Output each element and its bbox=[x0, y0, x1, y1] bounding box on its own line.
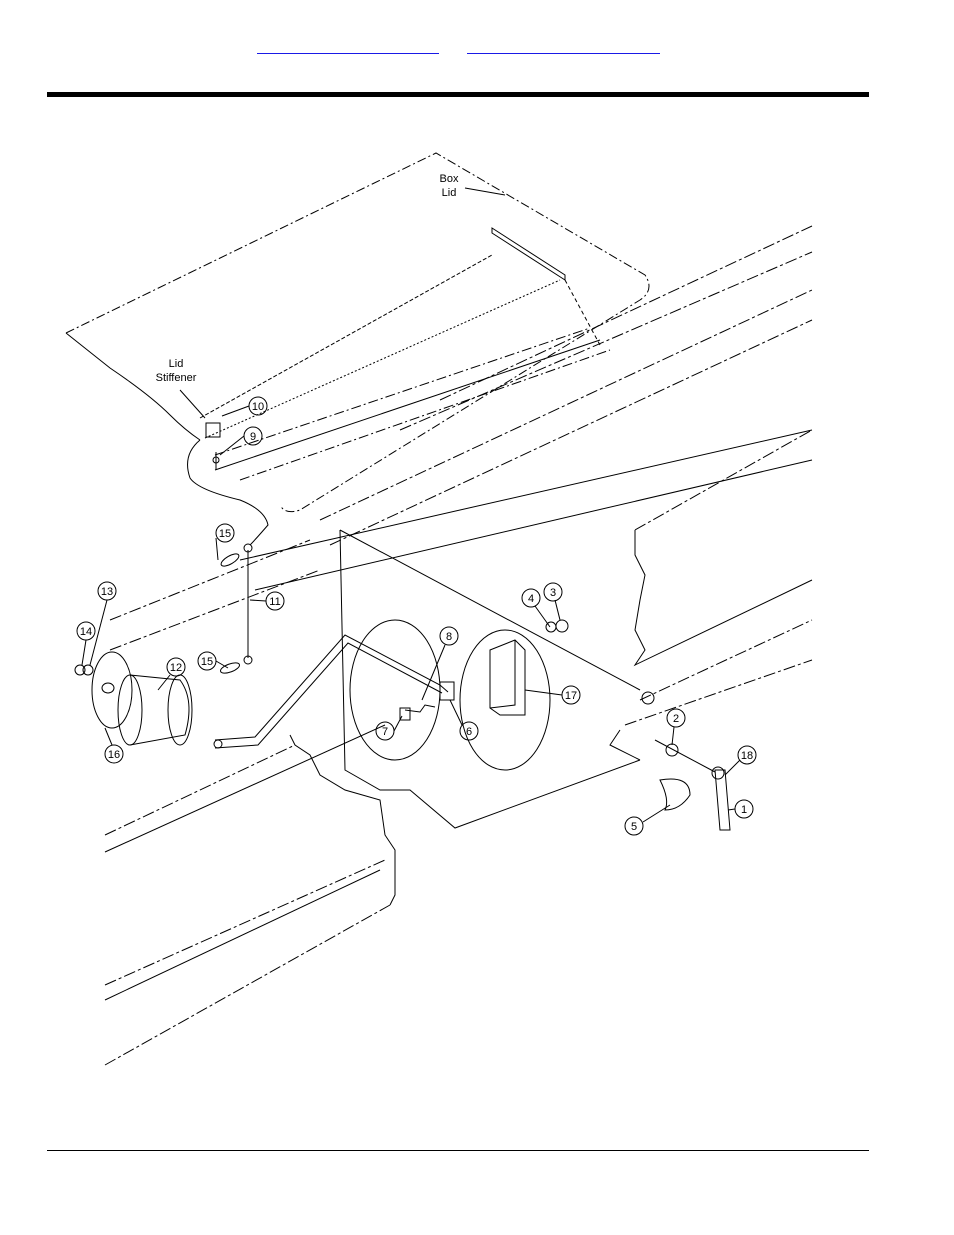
callout-10-text: 10 bbox=[252, 401, 264, 413]
block-6 bbox=[439, 681, 455, 701]
callout-2-text: 2 bbox=[673, 713, 679, 725]
callout-12-text: 12 bbox=[170, 662, 182, 674]
callout-17-text: 17 bbox=[565, 690, 577, 702]
callout-12 bbox=[166, 657, 186, 677]
callout-11-text: 11 bbox=[269, 596, 280, 608]
callout-5-text: 5 bbox=[631, 821, 637, 833]
plate-17 bbox=[459, 629, 551, 771]
box-lid-label-line2: Lid bbox=[442, 187, 457, 199]
callout-2 bbox=[666, 708, 686, 728]
callout-1-text: 1 bbox=[741, 804, 747, 816]
callout-15b-text: 15 bbox=[201, 656, 213, 668]
callout-6 bbox=[459, 721, 479, 741]
callout-8-text: 8 bbox=[446, 631, 452, 643]
callout-7-text: 7 bbox=[382, 726, 388, 738]
handle-1 bbox=[654, 739, 731, 831]
callout-16 bbox=[104, 744, 124, 764]
callout-16-text: 16 bbox=[108, 749, 120, 761]
rails-left bbox=[104, 539, 391, 1066]
bushing-2 bbox=[665, 743, 679, 757]
callout-3 bbox=[543, 582, 563, 602]
top-link-1[interactable] bbox=[257, 37, 439, 54]
box-lid-outline bbox=[65, 152, 650, 513]
callout-numbers: 10 9 15 15 11 13 14 12 16 8 7 6 4 3 17 2… bbox=[80, 173, 753, 833]
callout-4-text: 4 bbox=[528, 593, 534, 605]
bolt-7 bbox=[399, 707, 411, 721]
callouts bbox=[76, 187, 757, 836]
callout-15a-text: 15 bbox=[219, 528, 231, 540]
bracket-10 bbox=[205, 422, 221, 438]
rails-upper-solid bbox=[239, 429, 813, 591]
callout-3-text: 3 bbox=[550, 587, 556, 599]
rails-upper bbox=[319, 225, 813, 546]
lid-stiffener-lines bbox=[199, 254, 611, 481]
callout-5 bbox=[624, 816, 644, 836]
callout-9-text: 9 bbox=[250, 431, 256, 443]
header-rule bbox=[47, 92, 869, 97]
box-lid-label-line1: Box bbox=[440, 173, 459, 185]
callout-4 bbox=[521, 588, 541, 608]
callout-18-text: 18 bbox=[741, 750, 753, 762]
bracket-5 bbox=[659, 778, 691, 811]
callout-18 bbox=[737, 745, 757, 765]
footer-rule bbox=[47, 1150, 869, 1151]
top-link-2[interactable] bbox=[467, 37, 660, 54]
washer-14 bbox=[82, 664, 94, 676]
lid-stiffener-label-line1: Lid bbox=[169, 358, 184, 370]
nut-14 bbox=[74, 664, 86, 676]
lid-stiffener-label-line2: Stiffener bbox=[156, 372, 197, 384]
nut-3 bbox=[555, 619, 569, 633]
center-panel bbox=[339, 529, 641, 829]
callout-8 bbox=[439, 626, 459, 646]
callout-13-text: 13 bbox=[101, 586, 113, 598]
callout-15a bbox=[215, 523, 235, 543]
callout-6-text: 6 bbox=[466, 726, 472, 738]
disk-16 bbox=[91, 651, 133, 729]
callout-14-text: 14 bbox=[80, 626, 92, 638]
